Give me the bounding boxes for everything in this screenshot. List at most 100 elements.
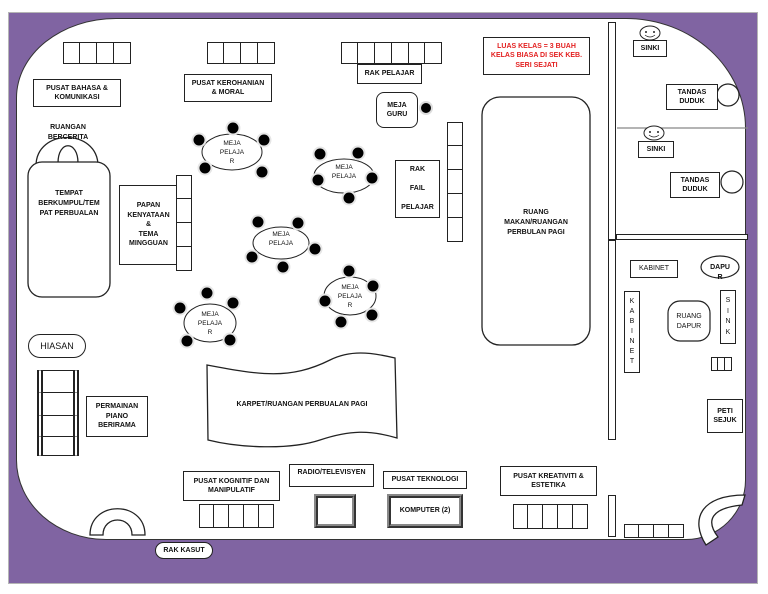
letter: E [629, 348, 635, 356]
student-table-label-line: R [347, 302, 353, 310]
student-chair [307, 241, 323, 257]
hiasan: HIASAN [28, 334, 86, 358]
student-table [244, 214, 323, 275]
piano-keys [37, 369, 79, 456]
student-table-label-line: MEJA [272, 231, 290, 238]
student-chair [341, 263, 357, 279]
rak-pelajar-label: RAK PELAJAR [357, 64, 422, 84]
wall-toilet-kitchen [616, 234, 748, 240]
wall-toilet [608, 22, 616, 240]
student-chair [254, 164, 270, 180]
papan-shelf [176, 174, 192, 271]
student-chair [244, 249, 260, 265]
komputer-device: KOMPUTER (2) [387, 494, 463, 528]
radio-tv-device [314, 494, 356, 528]
student-table-label-line: R [207, 329, 213, 337]
kitchen-small-shelf [710, 357, 733, 371]
student-chair [256, 132, 272, 148]
student-chair [199, 285, 215, 301]
rak-kasut: RAK KASUT [155, 542, 213, 559]
student-chair [225, 120, 241, 136]
student-table-label-line: PELAJA [331, 173, 357, 181]
karpet-label: KARPET/RUANGAN PERBUALAN PAGI [236, 401, 368, 408]
student-table-label: MEJA PELAJA [256, 230, 306, 248]
sinki-smiley-icon-2 [643, 125, 665, 141]
letter: B [629, 317, 635, 325]
door-arc-bottom-left [89, 508, 146, 536]
letter: I [727, 307, 729, 315]
ruang-dapur-shape [667, 300, 711, 342]
letter: T [629, 358, 635, 366]
letter: N [629, 338, 635, 346]
student-chair [250, 214, 266, 230]
ruangan-bercerita-inner-arch [57, 145, 79, 164]
student-chair [179, 333, 195, 349]
student-table-label-line: R [229, 158, 235, 166]
shelf-kitchen-bottom [623, 524, 684, 538]
sinki-2: SINKI [638, 141, 674, 158]
student-chair [222, 332, 238, 348]
shelf-bahasa [62, 42, 131, 64]
letter: S [725, 297, 731, 304]
student-table-label-line: MEJA [341, 284, 359, 291]
sinki-smiley-icon-1 [639, 25, 661, 41]
meja-guru-chair [419, 101, 433, 115]
tandas-bowl-1 [716, 83, 740, 107]
student-chair [333, 314, 349, 330]
ruang-makan-shape [481, 96, 591, 346]
pusat-kerohanian-label: PUSAT KEROHANIAN& MORAL [184, 74, 272, 102]
student-chair [310, 172, 326, 188]
wall-kitchen-bottom [608, 495, 616, 537]
student-chair [172, 300, 188, 316]
student-table-label-line: MEJA [335, 164, 353, 171]
rak-fail-shelf [447, 121, 463, 242]
shelf-kreativiti [512, 504, 588, 529]
letter: K [725, 328, 731, 336]
letter: N [725, 318, 731, 325]
student-table-top [252, 226, 310, 260]
student-table-label: MEJA PELAJA [319, 163, 369, 181]
shelf-kerohanian [206, 42, 275, 64]
shelf-rak-pelajar [340, 42, 443, 64]
student-chair [364, 307, 380, 323]
student-table-label-line: MEJA [223, 140, 241, 147]
pusat-teknologi-label: PUSAT TEKNOLOGI [383, 471, 467, 489]
student-chair [191, 132, 207, 148]
shelf-kognitif [198, 504, 274, 528]
student-chair [225, 295, 241, 311]
student-table [317, 263, 381, 330]
dapur-stove [700, 255, 740, 279]
letter: I [631, 327, 633, 335]
tandas-bowl-2 [720, 170, 744, 194]
letter: K [629, 297, 635, 305]
letter: A [629, 307, 635, 315]
student-chair [341, 190, 357, 206]
wall-kitchen [608, 240, 616, 440]
student-chair [350, 145, 366, 161]
pusat-bahasa-label: PUSAT BAHASA &KOMUNIKASI [33, 79, 121, 107]
kabinet-horizontal: KABINET [630, 260, 678, 278]
tempat-berkumpul-shape [27, 161, 111, 298]
student-table [191, 120, 272, 180]
student-table-label-line: PELAJA [219, 149, 245, 157]
student-table-label-line: PELAJA [268, 240, 294, 248]
radio-televisyen-label: RADIO/TELEVISYEN [289, 464, 374, 487]
student-chair [290, 215, 306, 231]
